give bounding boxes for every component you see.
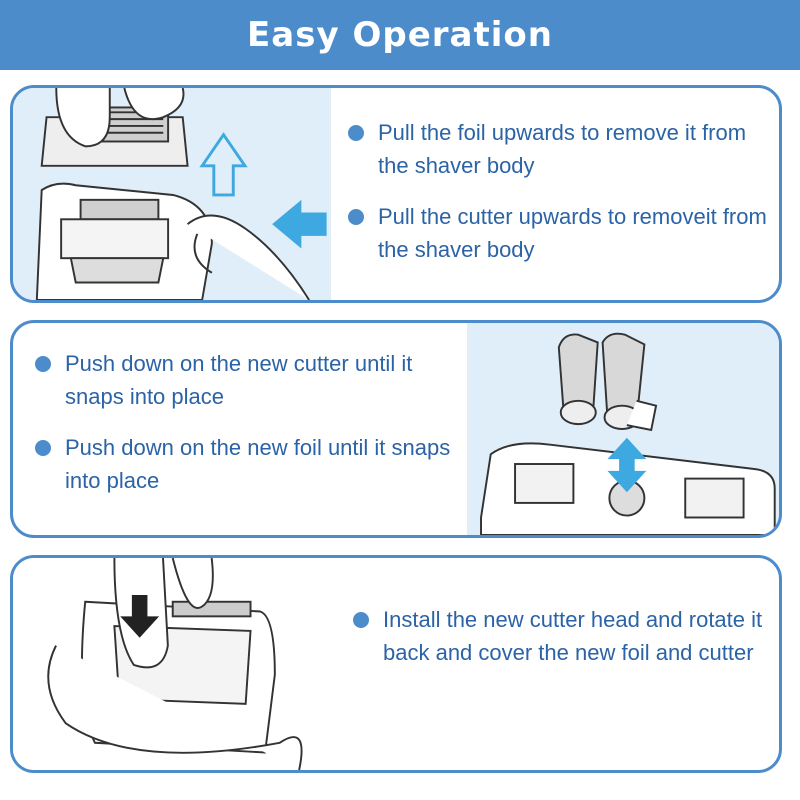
page-title: Easy Operation [247, 15, 553, 55]
list-item: Install the new cutter head and rotate i… [353, 603, 773, 669]
step-panel-remove: Pull the foil upwards to remove it from … [10, 85, 782, 303]
header-banner: Easy Operation [0, 0, 800, 70]
remove-foil-drawing [35, 88, 327, 300]
step-list: Push down on the new cutter until it sna… [35, 347, 455, 515]
bullet-icon [348, 125, 364, 141]
step-panel-install: Push down on the new cutter until it sna… [10, 320, 782, 538]
step-text: Pull the foil upwards to remove it from … [378, 120, 747, 178]
insert-cutter-illustration [467, 323, 779, 535]
remove-foil-illustration [13, 88, 331, 300]
list-item: Push down on the new cutter until it sna… [35, 347, 455, 413]
step-panel-cover: Install the new cutter head and rotate i… [10, 555, 782, 773]
step-text: Pull the cutter upwards to removeit from… [378, 204, 767, 262]
bullet-icon [35, 440, 51, 456]
list-item: Pull the cutter upwards to removeit from… [348, 200, 768, 266]
bullet-icon [35, 356, 51, 372]
step-list: Pull the foil upwards to remove it from … [348, 116, 768, 284]
step-text: Install the new cutter head and rotate i… [383, 607, 763, 665]
cover-foil-drawing [47, 558, 303, 770]
step-text: Push down on the new foil until it snaps… [65, 435, 451, 493]
bullet-icon [348, 209, 364, 225]
list-item: Push down on the new foil until it snaps… [35, 431, 455, 497]
step-text: Push down on the new cutter until it sna… [65, 351, 413, 409]
cover-foil-illustration [13, 558, 313, 770]
insert-cutter-drawing [480, 332, 776, 535]
bullet-icon [353, 612, 369, 628]
step-list: Install the new cutter head and rotate i… [353, 603, 773, 687]
list-item: Pull the foil upwards to remove it from … [348, 116, 768, 182]
